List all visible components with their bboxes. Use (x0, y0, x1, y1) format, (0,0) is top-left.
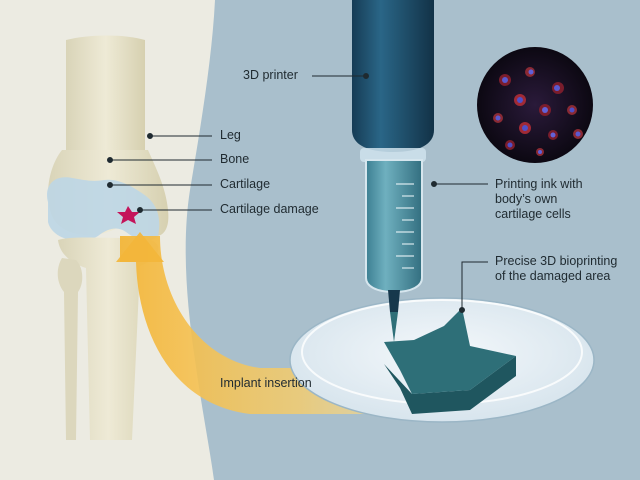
label-implant-insertion: Implant insertion (220, 376, 312, 390)
tibia (58, 237, 159, 440)
label-leg: Leg (220, 128, 241, 142)
label-printing-ink-line-2: body’s own (495, 192, 558, 206)
syringe-collar (360, 148, 426, 162)
printer-nozzle (388, 290, 400, 312)
label-printing-ink: Printing ink with body’s own cartilage c… (495, 177, 583, 222)
implant-shape-top (384, 308, 516, 394)
printer-needle (390, 312, 398, 342)
label-bioprint-line-1: Precise 3D bioprinting (495, 254, 618, 268)
label-bioprint-line-2: of the damaged area (495, 269, 611, 283)
cell-microscopy-view (477, 47, 593, 163)
label-precise-bioprinting: Precise 3D bioprinting of the damaged ar… (495, 254, 617, 284)
cells (493, 67, 583, 156)
label-printing-ink-line-3: cartilage cells (495, 207, 571, 221)
syringe-barrel (365, 159, 423, 294)
leader-bioprint (461, 261, 488, 310)
printer-body (352, 0, 434, 152)
fibula (57, 258, 83, 440)
cartilage-damage-mark (117, 206, 140, 224)
syringe-scale (396, 183, 414, 269)
label-printing-ink-line-1: Printing ink with (495, 177, 583, 191)
label-cartilage: Cartilage (220, 177, 271, 191)
label-bone: Bone (220, 152, 250, 166)
cartilage-layer (47, 177, 160, 241)
implant-arrow-head (116, 232, 164, 262)
femur-shaft (66, 35, 145, 170)
implant-shape-side (384, 356, 516, 414)
leader-lines (107, 73, 488, 313)
label-3d-printer: 3D printer (243, 68, 298, 82)
label-cartilage-damage: Cartilage damage (220, 202, 319, 216)
